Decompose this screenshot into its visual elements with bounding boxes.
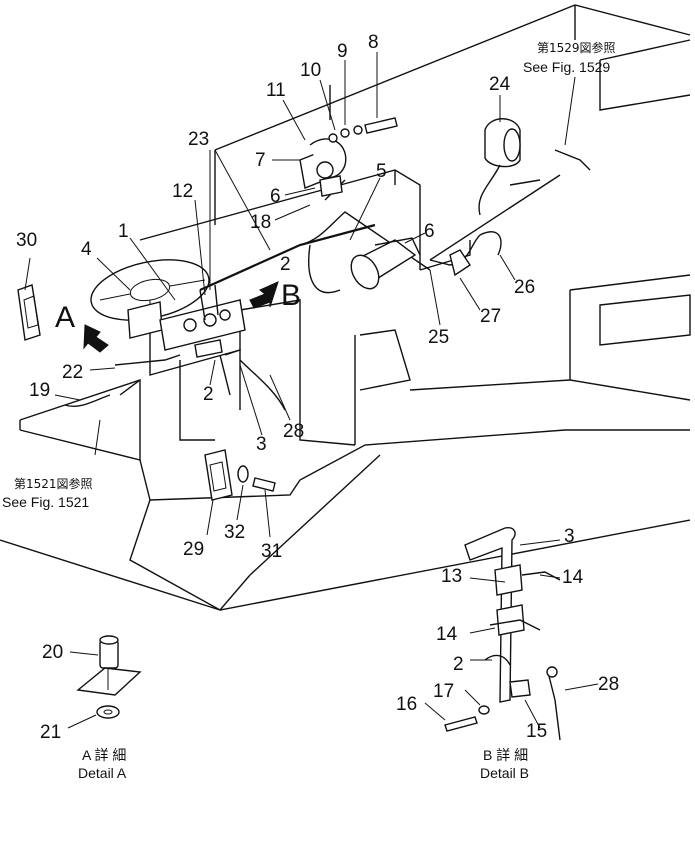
machine-body [0,4,691,611]
detail-b-jp: B 詳 細 [483,747,528,763]
callout-1: 1 [118,221,129,242]
callout-12: 12 [172,181,193,202]
callout-10: 10 [300,60,321,81]
steering-wheel [90,259,210,339]
callout-6-horn: 6 [270,186,281,207]
detail-a-jp: A 詳 細 [82,747,126,763]
callout-18: 18 [250,212,271,233]
bracket-30 [17,284,41,341]
callout-32: 32 [224,522,245,543]
callout-25: 25 [428,327,449,348]
ref-fig1529-jp: 第1529図参照 [537,40,616,55]
callout-5: 5 [376,161,387,182]
callout-2-detail-b: 2 [453,654,464,675]
detail-a [67,635,142,729]
callout-2-panel: 2 [203,384,214,405]
callout-21: 21 [40,722,61,743]
callout-numbers: 1 2 2 2 3 3 4 5 6 6 7 8 9 10 11 12 13 14… [16,32,619,743]
starter-unit [350,237,421,290]
guard-29 [204,449,276,501]
callout-17: 17 [433,681,454,702]
callout-6-starter: 6 [424,221,435,242]
wiring-harness [64,174,561,411]
switch-panel [159,284,246,358]
callout-15: 15 [526,721,547,742]
view-arrows [83,281,279,353]
callout-14-upper: 14 [562,567,584,588]
ref-fig1529-en: See Fig. 1529 [523,59,610,75]
callout-26: 26 [514,277,535,298]
callout-31: 31 [261,541,282,562]
ref-fig1521-jp: 第1521図参照 [14,476,93,491]
callout-9: 9 [337,41,348,62]
view-label-b: B [281,279,301,312]
callout-11: 11 [266,80,286,101]
callout-8: 8 [368,32,379,53]
detail-b-en: Detail B [480,765,529,781]
detail-a-en: Detail A [78,765,127,781]
callout-27: 27 [480,306,501,327]
detail-b [424,526,599,741]
leader-lines [24,52,576,538]
callout-28: 28 [283,421,304,442]
callout-24: 24 [489,74,511,95]
callout-20: 20 [42,642,63,663]
callout-16: 16 [396,694,417,715]
callout-30: 30 [16,230,37,251]
callout-23: 23 [188,129,209,150]
callout-7: 7 [255,150,266,171]
view-label-a: A [55,301,75,334]
callout-14-lower: 14 [436,624,458,645]
ref-fig1521-en: See Fig. 1521 [2,494,89,510]
callout-19: 19 [29,380,50,401]
callout-13: 13 [441,566,462,587]
callout-22: 22 [62,362,83,383]
callout-3-detail-b: 3 [564,526,575,547]
callout-28-detail-b: 28 [598,674,619,695]
horn-assembly [299,117,398,197]
callout-4: 4 [81,239,92,260]
callout-2-harness: 2 [280,254,291,275]
rear-work-lamp [449,118,591,277]
callout-3: 3 [256,434,267,455]
callout-29: 29 [183,539,204,560]
